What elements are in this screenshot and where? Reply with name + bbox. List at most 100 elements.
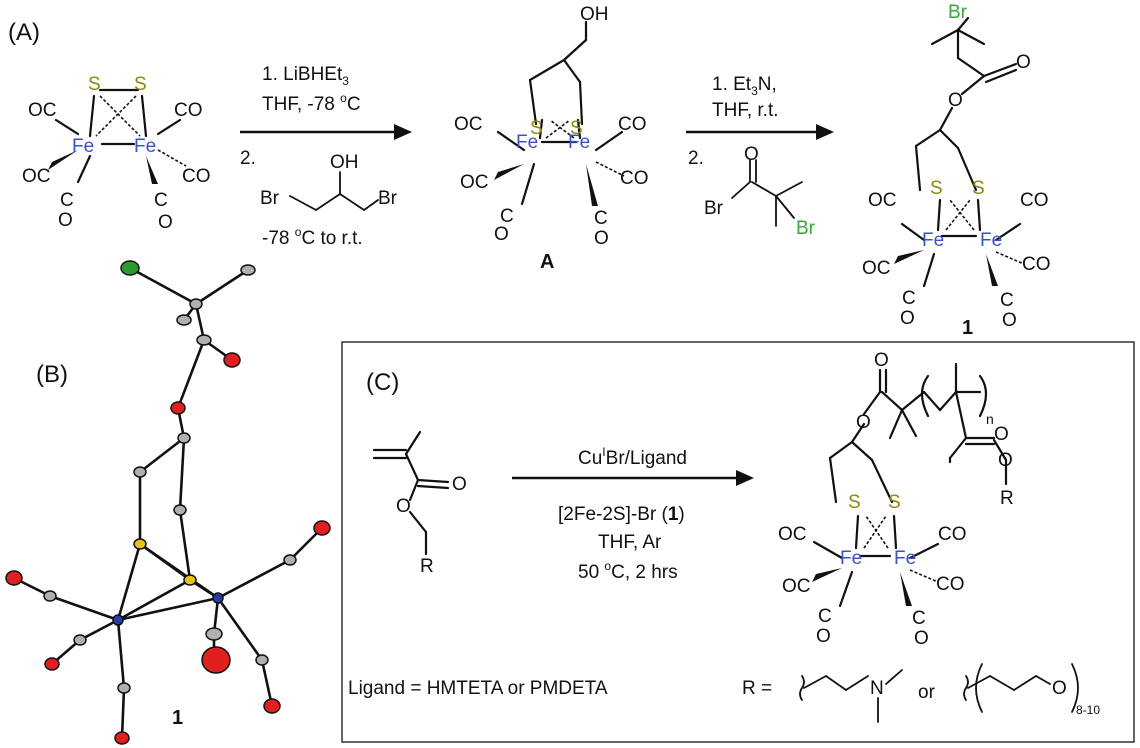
svg-text:Fe: Fe: [980, 230, 1002, 251]
iron-atom: Fe: [72, 136, 94, 157]
svg-text:S: S: [848, 492, 861, 513]
sulfur-atom: S: [134, 74, 147, 95]
temperature-text: 50 oC, 2 hrs: [578, 559, 678, 583]
svg-text:R: R: [1000, 488, 1014, 509]
svg-text:Br: Br: [948, 2, 968, 23]
peg-substituent: O 8-10: [963, 663, 1100, 717]
svg-text:CO: CO: [1020, 190, 1049, 211]
step1-label2: 2.: [240, 148, 256, 169]
svg-text:S: S: [972, 178, 985, 199]
svg-text:O: O: [998, 450, 1013, 471]
svg-text:OC: OC: [22, 166, 51, 187]
svg-text:OH: OH: [330, 152, 359, 173]
step1-conditions1: THF, -78 oC: [262, 91, 361, 115]
svg-text:C: C: [818, 606, 832, 627]
svg-text:Br: Br: [378, 188, 398, 209]
svg-text:O: O: [1016, 52, 1031, 73]
svg-text:O: O: [856, 412, 871, 433]
svg-text:O: O: [994, 424, 1009, 445]
svg-text:O: O: [914, 628, 929, 649]
svg-text:Br: Br: [796, 218, 816, 239]
svg-text:OH: OH: [580, 4, 609, 25]
intermediate-a: OH S S Fe Fe OC OC C O CO CO C O: [454, 4, 649, 249]
svg-text:O: O: [452, 474, 467, 495]
svg-text:O: O: [816, 626, 831, 647]
intermediate-a-label: A: [540, 251, 554, 273]
starting-material-fe2s2co6: S S Fe Fe OC OC C O CO CO C O: [22, 74, 211, 233]
svg-text:Fe: Fe: [922, 230, 944, 251]
iron-atom: Fe: [134, 136, 156, 157]
svg-text:S: S: [930, 178, 943, 199]
step1-conditions2: -78 oC to r.t.: [262, 225, 363, 249]
svg-text:Br: Br: [704, 198, 724, 219]
product-1-label: 1: [962, 317, 973, 339]
solvent-text: THF, Ar: [598, 532, 662, 553]
polymerization-arrow: [512, 470, 754, 486]
catalyst-text: CuIBr/Ligand: [578, 445, 687, 469]
r-equals: R =: [742, 678, 772, 699]
bromoisobutyryl-bromide: O Br Br: [704, 144, 816, 239]
svg-text:CO: CO: [938, 524, 967, 545]
svg-text:O: O: [158, 212, 173, 233]
svg-text:Fe: Fe: [568, 132, 590, 153]
initiator-text: [2Fe-2S]-Br (1): [558, 504, 685, 525]
svg-text:n: n: [986, 411, 994, 427]
step2-label2: 2.: [688, 148, 704, 169]
panel-c-frame: [341, 341, 1135, 743]
svg-text:Br: Br: [260, 188, 280, 209]
svg-text:OC: OC: [460, 172, 489, 193]
svg-text:O: O: [594, 228, 609, 249]
reaction-arrow-2: [686, 124, 834, 140]
svg-text:CO: CO: [1022, 254, 1051, 275]
panel-label-b: (B): [36, 361, 68, 388]
svg-text:CO: CO: [618, 114, 647, 135]
svg-text:8-10: 8-10: [1076, 703, 1100, 717]
svg-text:Fe: Fe: [840, 548, 862, 569]
crystal-structure-label: 1: [172, 707, 183, 729]
svg-text:C: C: [1000, 290, 1014, 311]
reaction-arrow-1: [240, 124, 412, 140]
svg-text:C: C: [902, 288, 916, 309]
ligand-definition: Ligand = HMTETA or PMDETA: [348, 678, 608, 699]
product-1: Br O O S S Fe Fe OC OC C O CO CO C O: [862, 2, 1051, 331]
svg-text:S: S: [888, 492, 901, 513]
svg-text:Fe: Fe: [516, 132, 538, 153]
step1-reagent1: 1. LiBHEt3: [262, 64, 349, 88]
svg-text:O: O: [948, 90, 963, 111]
svg-text:CO: CO: [936, 574, 965, 595]
svg-text:CO: CO: [620, 168, 649, 189]
svg-text:OC: OC: [28, 100, 57, 121]
svg-text:S: S: [530, 118, 543, 139]
svg-text:O: O: [494, 224, 509, 245]
svg-text:O: O: [900, 308, 915, 329]
svg-text:C: C: [500, 206, 514, 227]
svg-text:OC: OC: [862, 258, 891, 279]
svg-text:O: O: [396, 496, 411, 517]
crystal-structure: [5, 260, 331, 745]
svg-text:C: C: [912, 608, 926, 629]
svg-text:O: O: [1052, 678, 1067, 699]
svg-text:S: S: [570, 118, 583, 139]
svg-text:C: C: [594, 208, 608, 229]
svg-text:O: O: [874, 350, 889, 371]
svg-text:C: C: [154, 190, 168, 211]
panel-label-c: (C): [366, 369, 399, 396]
svg-text:CO: CO: [174, 100, 203, 121]
or-text: or: [918, 682, 936, 703]
svg-text:Fe: Fe: [894, 548, 916, 569]
svg-text:N: N: [870, 678, 884, 699]
svg-text:OC: OC: [454, 114, 483, 135]
svg-text:O: O: [744, 144, 759, 165]
svg-text:CO: CO: [182, 166, 211, 187]
svg-text:C: C: [60, 190, 74, 211]
dimethylaminoethyl-substituent: N: [799, 669, 903, 723]
svg-text:O: O: [58, 210, 73, 231]
dibromopropanol: Br Br OH: [260, 152, 398, 211]
step2-conditions1: THF, r.t.: [712, 100, 779, 121]
svg-text:OC: OC: [868, 190, 897, 211]
svg-text:O: O: [1002, 310, 1017, 331]
step2-reagent1: 1. Et3N,: [712, 74, 777, 98]
panel-label-a: (A): [8, 19, 40, 46]
svg-text:OC: OC: [778, 524, 807, 545]
